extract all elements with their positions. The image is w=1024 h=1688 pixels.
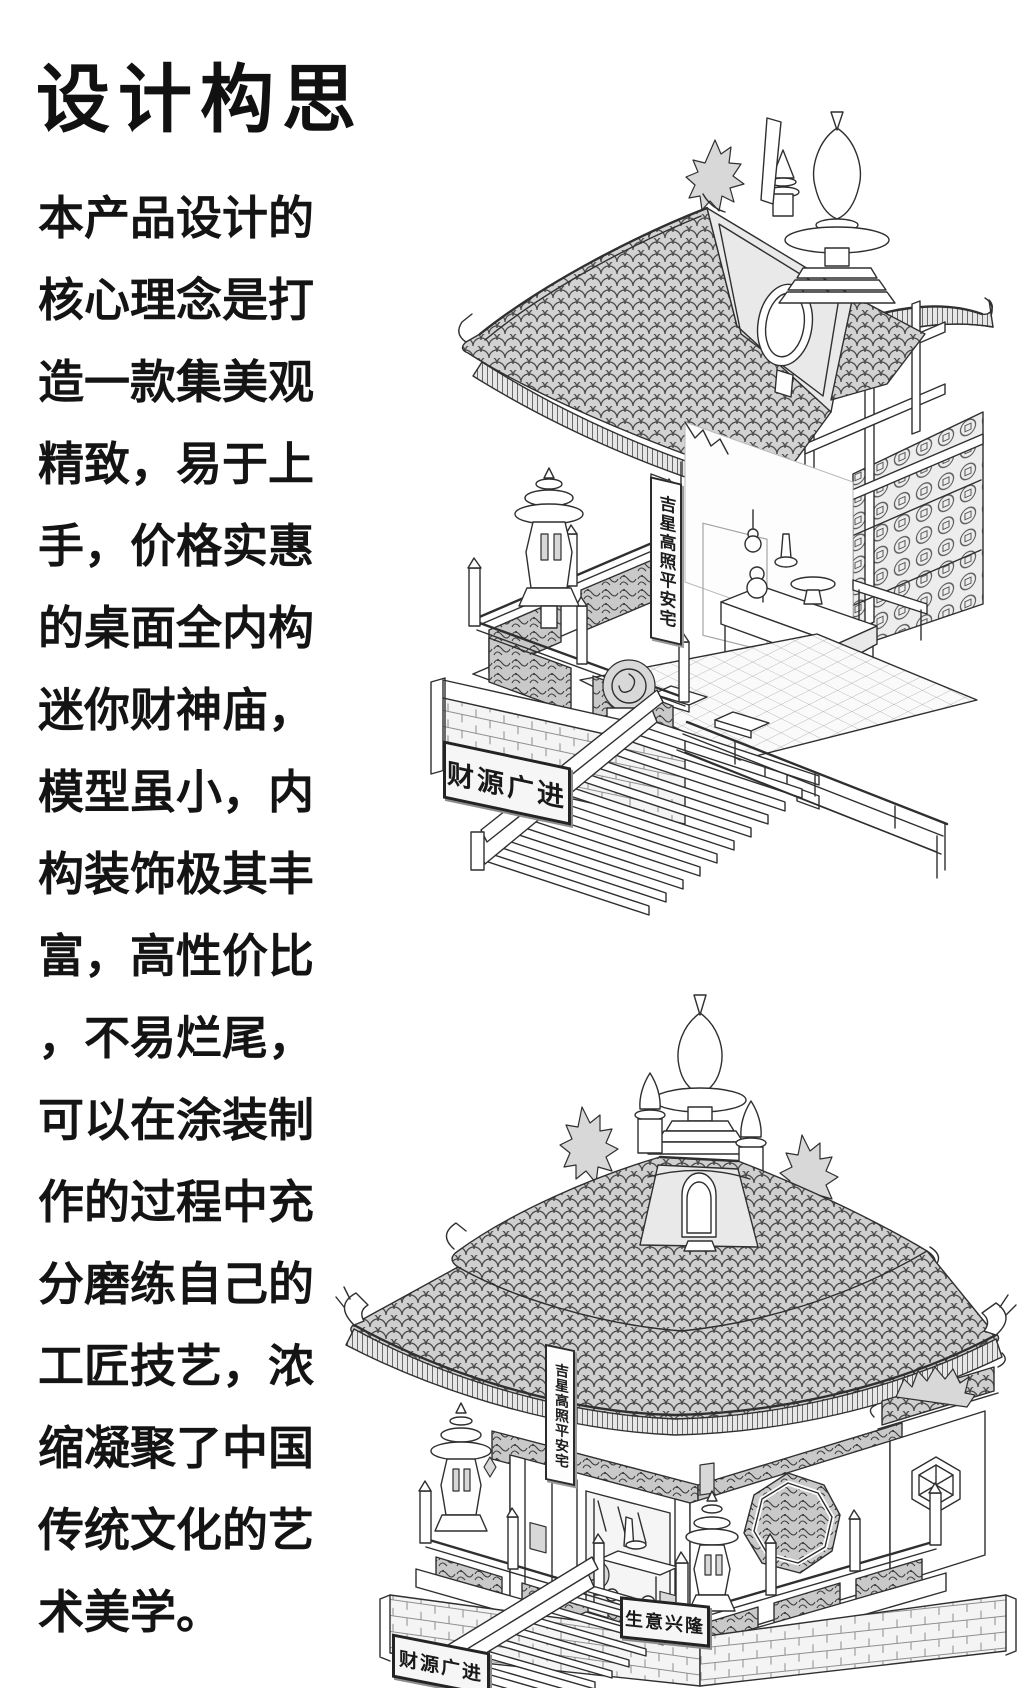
main-roof <box>335 1250 1017 1436</box>
pilaster-panel <box>699 1462 715 1496</box>
altar-offerings <box>746 533 836 605</box>
intro-line: 构装饰极其丰 <box>38 849 314 900</box>
intro-line: 的桌面全内构 <box>38 603 314 654</box>
intro-line: 传统文化的艺 <box>38 1505 314 1556</box>
left-spire-finial <box>634 1072 666 1154</box>
intro-line: 手，价格实惠 <box>38 521 314 572</box>
page-title: 设计构思 <box>36 60 364 142</box>
intro-line: 可以在涂装制 <box>38 1095 314 1146</box>
newel-post <box>470 831 485 871</box>
interior-shrine <box>650 421 928 810</box>
temple-cutaway-illustration: 吉星高照平安宅 财源广进 <box>385 82 1010 927</box>
dragon-crest <box>895 1366 976 1408</box>
lower-platform-frame <box>676 720 949 879</box>
intro-line: 缩凝聚了中国 <box>38 1423 314 1474</box>
couplet-plaque: 吉星高照平安宅 <box>650 476 682 646</box>
railing-posts <box>418 1480 942 1620</box>
eave-corner-curls <box>335 1286 1017 1336</box>
intro-line: 术美学。 <box>38 1587 222 1638</box>
upper-roof <box>445 1155 940 1332</box>
facade-panel <box>529 1521 547 1554</box>
lintel-tassels <box>684 421 729 455</box>
temple-exterior-illustration: 吉星高照平安宅 财源广进 生意兴隆 <box>330 895 1020 1688</box>
stone-lantern <box>514 467 584 629</box>
stupa-finial <box>647 994 753 1155</box>
intro-line: 精致，易于上 <box>38 439 314 490</box>
intro-line: 分磨练自己的 <box>38 1259 314 1310</box>
intro-line: 模型虽小，内 <box>38 767 314 818</box>
intro-paragraph: 本产品设计的 核心理念是打 造一款集美观 精致，易于上 手，价格实惠 的桌面全内… <box>38 178 328 1654</box>
temple-cutaway-drawing <box>430 111 994 916</box>
intro-line: 迷你财神庙， <box>38 685 314 736</box>
couplet-plaque: 吉星高照平安宅 <box>545 1343 575 1487</box>
side-table <box>852 579 928 615</box>
staircase <box>439 1556 698 1688</box>
intro-line: 本产品设计的 <box>38 193 314 244</box>
intro-line: 富，高性价比 <box>38 931 314 982</box>
intro-line: 工匠技艺，浓 <box>38 1341 314 1392</box>
stone-lantern-center <box>685 1490 739 1612</box>
slanted-pole <box>760 117 782 205</box>
intro-line: 作的过程中充 <box>38 1177 314 1228</box>
intro-line: 核心理念是打 <box>38 275 314 326</box>
intro-line: 造一款集美观 <box>38 357 314 408</box>
stone-lantern-left <box>430 1402 492 1532</box>
intro-line: ，不易烂尾， <box>38 1013 314 1064</box>
stupa-finial <box>778 111 896 304</box>
temple-exterior-drawing <box>335 994 1017 1688</box>
